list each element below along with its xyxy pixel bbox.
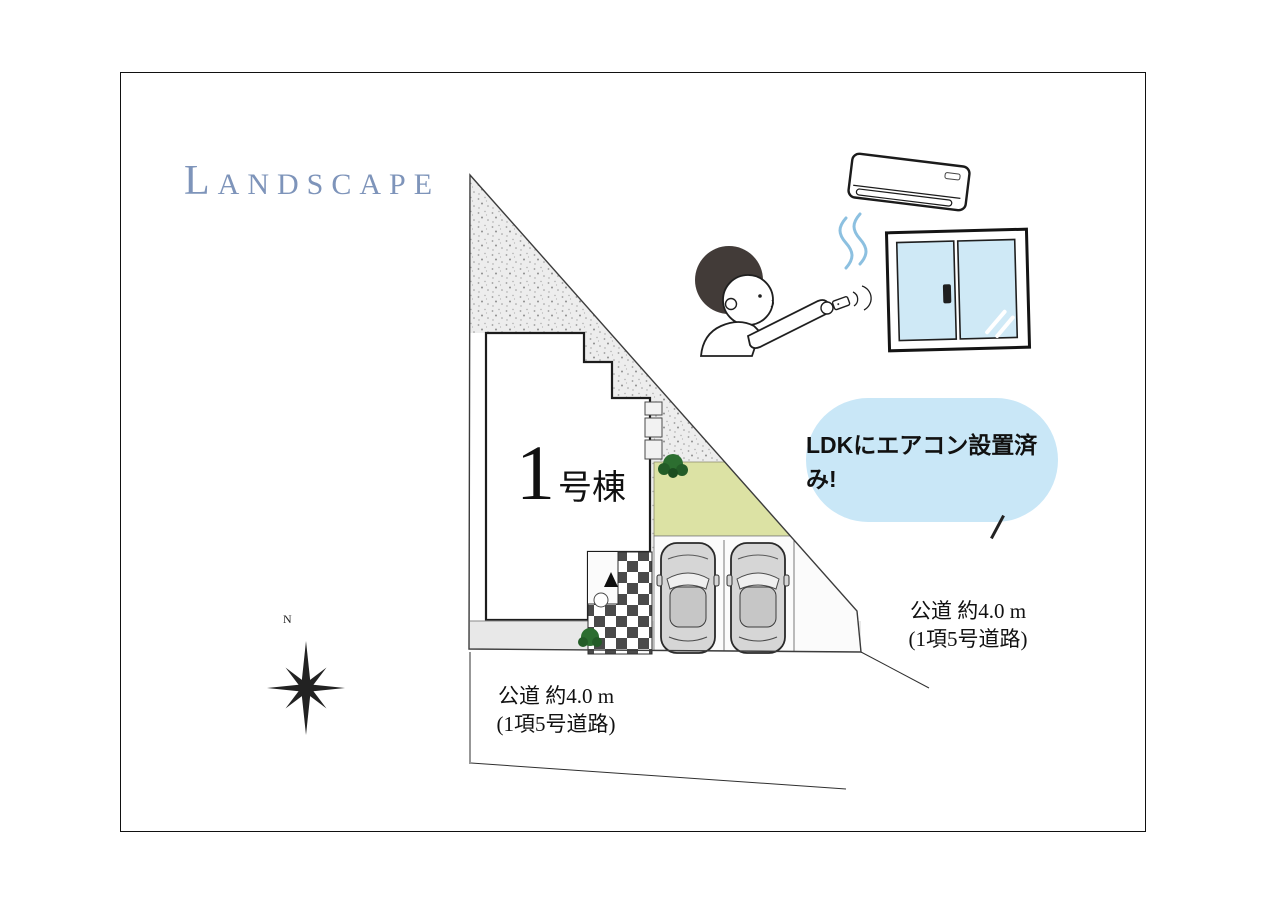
- airflow-breeze-icon: [838, 212, 868, 270]
- window-handle: [942, 284, 952, 304]
- ear: [724, 297, 738, 311]
- window-pane-left: [895, 240, 958, 342]
- mouth: [770, 299, 774, 308]
- callout-bubble: LDKにエアコン設置済み!: [806, 398, 1058, 522]
- wall-mounted-ac-icon: [847, 152, 971, 212]
- shrub-icon-lower: [578, 628, 602, 647]
- remote-signal-waves: [852, 285, 872, 311]
- road-right-line2: (1項5号道路): [908, 627, 1028, 652]
- shrub-icon-upper: [658, 454, 688, 478]
- road-bottom-line2: (1項5号道路): [496, 712, 616, 737]
- entrance-marker-triangle: [604, 572, 618, 587]
- page-title: L ANDSCAPE: [184, 160, 440, 202]
- page-title-initial: L: [184, 158, 218, 204]
- hand: [820, 301, 834, 315]
- person-with-remote-icon: [695, 246, 872, 357]
- road-bottom-line1: 公道 約4.0 m: [497, 684, 615, 708]
- road-label-bottom: 公道 約4.0 m (1項5号道路): [466, 682, 646, 739]
- compass-north-label: N: [283, 612, 292, 626]
- callout-text: LDKにエアコン設置済み!: [806, 432, 1038, 492]
- manhole-circle: [593, 592, 609, 608]
- north-star-icon: [267, 641, 345, 735]
- car-top-view-1: [656, 542, 720, 654]
- tiled-approach: [587, 551, 653, 655]
- car-top-view-2: [726, 542, 790, 654]
- torso: [700, 321, 762, 357]
- building-suffix: 号棟: [558, 470, 626, 507]
- remote-control-icon: [831, 296, 851, 311]
- road-dimension-lines: [469, 651, 930, 790]
- equipment-boxes: [644, 401, 663, 460]
- eye: [758, 294, 762, 298]
- building-label: 1 号棟: [516, 429, 626, 516]
- page-border-frame: [120, 72, 1146, 832]
- road-right-line1: 公道 約4.0 m: [909, 599, 1027, 623]
- page-title-rest: ANDSCAPE: [217, 168, 441, 201]
- glass-reflection: [985, 309, 1015, 338]
- road-label-right: 公道 約4.0 m (1項5号道路): [878, 597, 1058, 654]
- sliding-window-icon: [884, 227, 1032, 353]
- building-footprint: [484, 331, 652, 622]
- lot-left-margin: [470, 333, 487, 621]
- building-number: 1: [516, 429, 555, 516]
